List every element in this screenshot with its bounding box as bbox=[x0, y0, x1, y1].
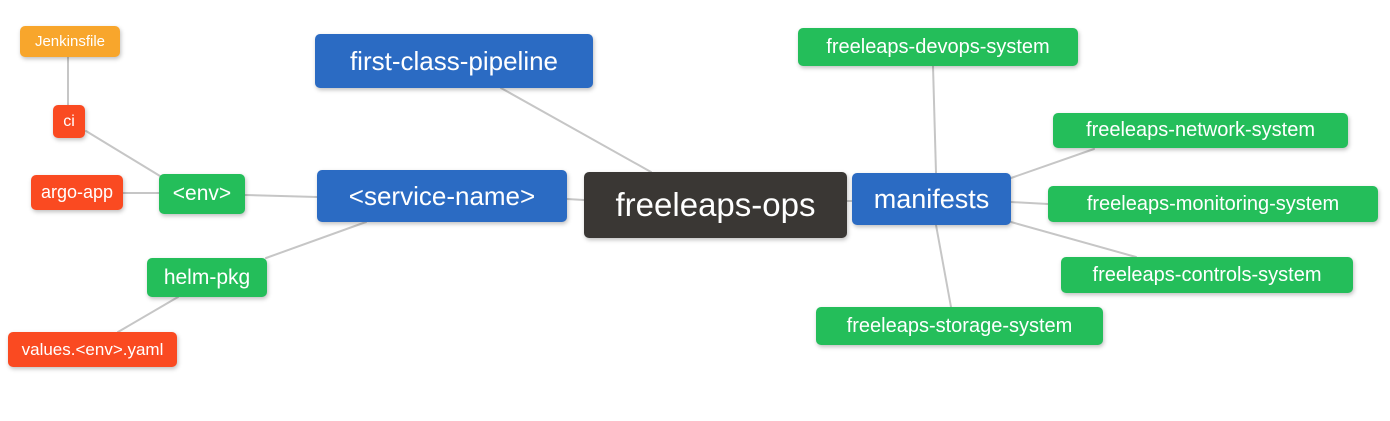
node-manifests[interactable]: manifests bbox=[852, 173, 1011, 225]
node-freeleaps-controls-system[interactable]: freeleaps-controls-system bbox=[1061, 257, 1353, 293]
node-env[interactable]: <env> bbox=[159, 174, 245, 214]
node-freeleaps-devops-system[interactable]: freeleaps-devops-system bbox=[798, 28, 1078, 66]
node-first-class-pipeline[interactable]: first-class-pipeline bbox=[315, 34, 593, 88]
node-argo-app[interactable]: argo-app bbox=[31, 175, 123, 210]
node-freeleaps-storage-system[interactable]: freeleaps-storage-system bbox=[816, 307, 1103, 345]
node-jenkinsfile[interactable]: Jenkinsfile bbox=[20, 26, 120, 57]
node-service-name[interactable]: <service-name> bbox=[317, 170, 567, 222]
node-values-env-yaml[interactable]: values.<env>.yaml bbox=[8, 332, 177, 367]
node-freeleaps-ops[interactable]: freeleaps-ops bbox=[584, 172, 847, 238]
node-freeleaps-monitoring-system[interactable]: freeleaps-monitoring-system bbox=[1048, 186, 1378, 222]
node-freeleaps-network-system[interactable]: freeleaps-network-system bbox=[1053, 113, 1348, 148]
node-helm-pkg[interactable]: helm-pkg bbox=[147, 258, 267, 297]
node-ci[interactable]: ci bbox=[53, 105, 85, 138]
